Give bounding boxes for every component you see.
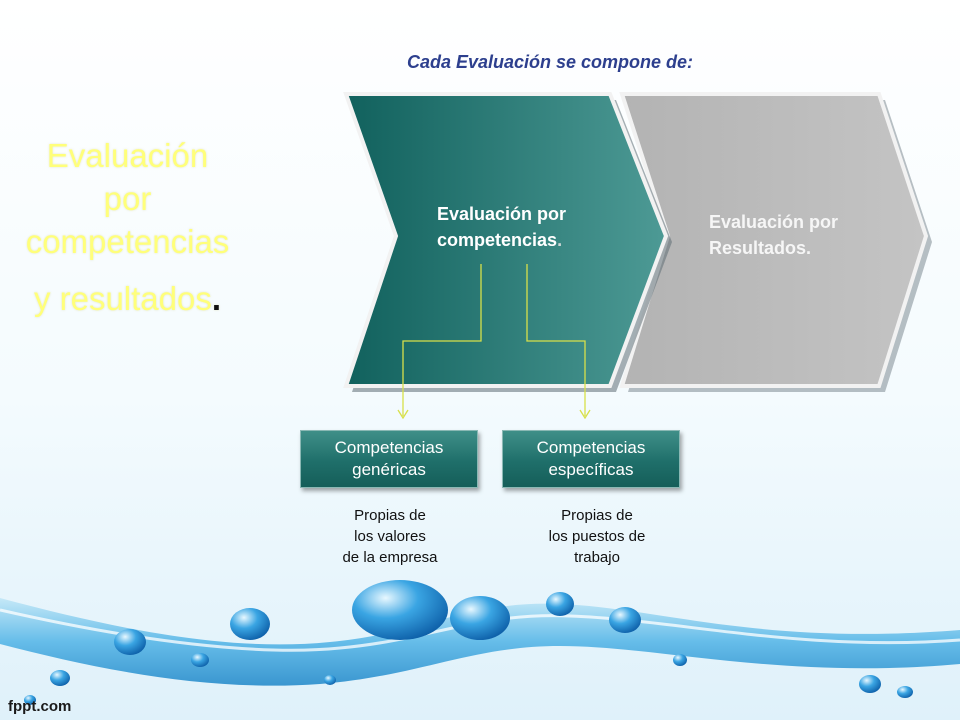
chevron-competencies-line-2: competencias. bbox=[437, 227, 637, 253]
chevron-competencies-suffix: . bbox=[557, 230, 563, 250]
chevron-results-line-1: Evaluación por bbox=[709, 212, 839, 232]
description-specific: Propias de los puestos de trabajo bbox=[512, 505, 682, 568]
water-drop bbox=[859, 675, 881, 693]
chevron-results-label: Evaluación por Resultados. bbox=[709, 209, 909, 261]
chevron-competencies-line-2-text: competencias bbox=[437, 230, 558, 250]
water-drop bbox=[546, 592, 574, 616]
description-specific-line-1: Propias de bbox=[561, 507, 633, 524]
title-period: . bbox=[211, 280, 222, 317]
box-generic-line-2: genéricas bbox=[352, 460, 426, 479]
title-line-4: y resultados. bbox=[0, 277, 255, 320]
footer-logo[interactable]: fppt.com bbox=[8, 698, 72, 715]
title-line-3: competencias bbox=[25, 223, 230, 260]
water-drop bbox=[897, 686, 913, 698]
water-drop bbox=[230, 608, 270, 640]
description-generic-line-2: los valores bbox=[354, 528, 426, 545]
chevron-diagram bbox=[343, 92, 932, 392]
description-generic: Propias de los valores de la empresa bbox=[305, 505, 475, 568]
slide-heading: Cada Evaluación se compone de: bbox=[406, 52, 694, 72]
chevron-results-line-2: Resultados. bbox=[709, 238, 812, 258]
water-drop bbox=[114, 629, 146, 655]
water-drop bbox=[673, 654, 687, 666]
arrowhead-specific bbox=[579, 409, 591, 420]
water-drop bbox=[50, 670, 70, 686]
box-specific-line-1: Competencias bbox=[536, 438, 646, 457]
title-line-2: por bbox=[103, 180, 152, 217]
title-line-1: Evaluación bbox=[46, 137, 209, 174]
arrowhead-generic bbox=[397, 409, 409, 420]
box-generic-competencies: Competencias genéricas bbox=[300, 430, 478, 488]
water-drop bbox=[191, 653, 209, 667]
description-specific-line-2: los puestos de bbox=[548, 528, 646, 545]
water-splash-decoration bbox=[0, 580, 960, 705]
connector-specific bbox=[526, 264, 586, 416]
water-drop bbox=[609, 607, 641, 633]
chevron-competencies bbox=[343, 92, 669, 388]
chevron-competencies-label: Evaluación por competencias. bbox=[437, 201, 637, 253]
water-drop bbox=[24, 695, 36, 705]
description-specific-line-3: trabajo bbox=[574, 549, 620, 566]
box-specific-competencies: Competencias específicas bbox=[502, 430, 680, 488]
water-drop bbox=[324, 675, 336, 685]
water-drop bbox=[352, 580, 448, 640]
description-generic-line-1: Propias de bbox=[354, 507, 426, 524]
description-generic-line-3: de la empresa bbox=[342, 549, 438, 566]
water-drop bbox=[450, 596, 510, 640]
main-title: Evaluación por competencias y resultados… bbox=[0, 134, 255, 320]
wave-band bbox=[0, 598, 960, 686]
chevron-competencies-line-1: Evaluación por bbox=[437, 204, 567, 224]
box-generic-line-1: Competencias bbox=[334, 438, 444, 457]
connector-generic bbox=[402, 264, 482, 416]
box-specific-line-2: específicas bbox=[548, 460, 634, 479]
title-line-4-text: y resultados bbox=[33, 280, 212, 317]
